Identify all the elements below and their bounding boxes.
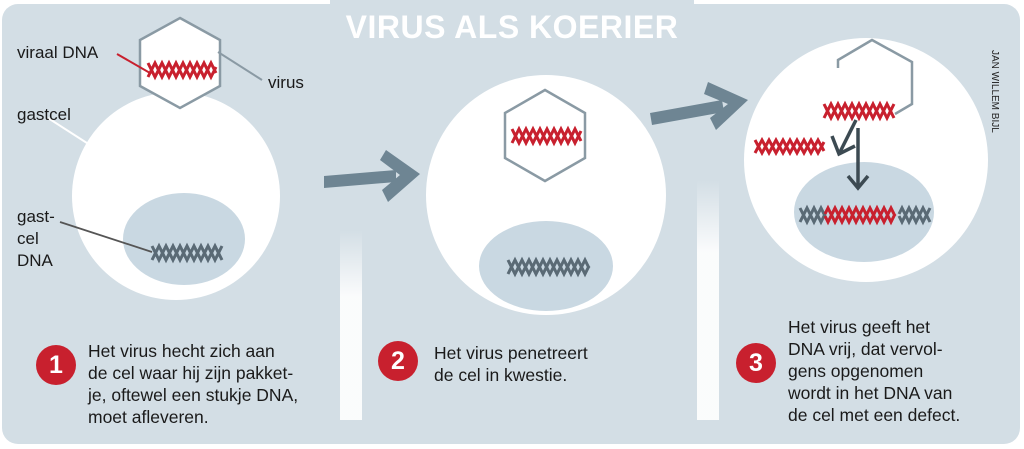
step3-arrow-down bbox=[846, 128, 870, 191]
step3-broken-virus bbox=[836, 38, 914, 116]
step-3-line: DNA vrij, dat vervol- bbox=[788, 339, 943, 359]
step-3-line: wordt in het DNA van bbox=[788, 383, 953, 403]
step-2-badge: 2 bbox=[378, 341, 418, 381]
step3-viral-dna-2 bbox=[753, 136, 826, 157]
title-tab bbox=[330, 0, 694, 56]
step1-host-dna bbox=[150, 242, 224, 264]
step1-cell bbox=[72, 92, 280, 300]
label-viral-dna: viraal DNA bbox=[17, 43, 99, 62]
step-1-badge: 1 bbox=[36, 345, 76, 385]
step2-host-dna bbox=[506, 256, 591, 278]
label-host-dna-line3: DNA bbox=[17, 251, 53, 270]
host-dna-pointer bbox=[59, 221, 153, 253]
label-host-cell: gastcel bbox=[17, 105, 71, 124]
diagram-title: VIRUS ALS KOERIER bbox=[345, 9, 679, 45]
step-3-badge: 3 bbox=[736, 343, 776, 383]
step-2-line: Het virus penetreert bbox=[434, 343, 588, 363]
label-virus: virus bbox=[268, 73, 304, 92]
step3-combined-dna bbox=[798, 204, 932, 226]
step-1-line: je, oftewel een stukje DNA, bbox=[88, 385, 299, 405]
step-3-line: Het virus geeft het bbox=[788, 317, 931, 337]
arrow-1 bbox=[324, 150, 420, 202]
step-1-text: Het virus hecht zich aan de cel waar hij… bbox=[88, 340, 298, 428]
divider-2 bbox=[697, 180, 719, 420]
arrow-2 bbox=[650, 82, 748, 130]
step2-virus bbox=[503, 88, 587, 183]
viral-dna-pointer bbox=[116, 53, 151, 74]
step-3-line: gens opgenomen bbox=[788, 361, 924, 381]
step-1-line: de cel waar hij zijn pakket- bbox=[88, 363, 294, 383]
step3-arrow-left bbox=[830, 119, 858, 157]
step3-cell bbox=[744, 38, 988, 282]
step1-virus bbox=[138, 16, 222, 110]
step3-viral-dna-1 bbox=[822, 100, 896, 122]
step-2-text: Het virus penetreert de cel in kwestie. bbox=[434, 342, 588, 386]
step-2-line: de cel in kwestie. bbox=[434, 365, 568, 385]
step-3-text: Het virus geeft het DNA vrij, dat vervol… bbox=[788, 316, 960, 426]
label-host-dna-line2: cel bbox=[17, 229, 39, 248]
step1-nucleus bbox=[123, 193, 245, 285]
step-1-line: moet afleveren. bbox=[88, 407, 209, 427]
host-cell-pointer bbox=[47, 117, 91, 146]
virus-pointer bbox=[217, 51, 263, 81]
step-3-line: de cel met een defect. bbox=[788, 405, 961, 425]
divider-1 bbox=[340, 230, 362, 420]
step-1-line: Het virus hecht zich aan bbox=[88, 341, 275, 361]
label-host-dna-line1: gast- bbox=[17, 207, 55, 226]
